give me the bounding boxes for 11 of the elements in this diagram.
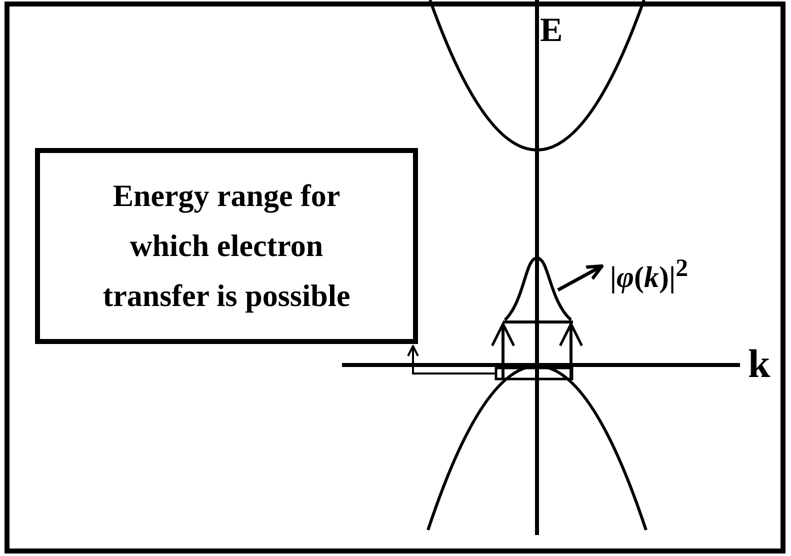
callout-box — [35, 148, 418, 344]
axis-label: E — [540, 14, 563, 48]
axis-label: k — [748, 344, 770, 384]
arrow — [557, 264, 604, 292]
transition-arrow — [558, 322, 584, 379]
energy-range-bar — [494, 366, 574, 380]
wavefunction-curve — [504, 256, 572, 322]
formula-label: |φ(k)|$^{2}$ — [610, 255, 688, 295]
callout-text: Energy range for which electron transfer is possible — [102, 177, 352, 315]
leader-line — [407, 345, 496, 374]
transition-arrow — [490, 322, 516, 379]
